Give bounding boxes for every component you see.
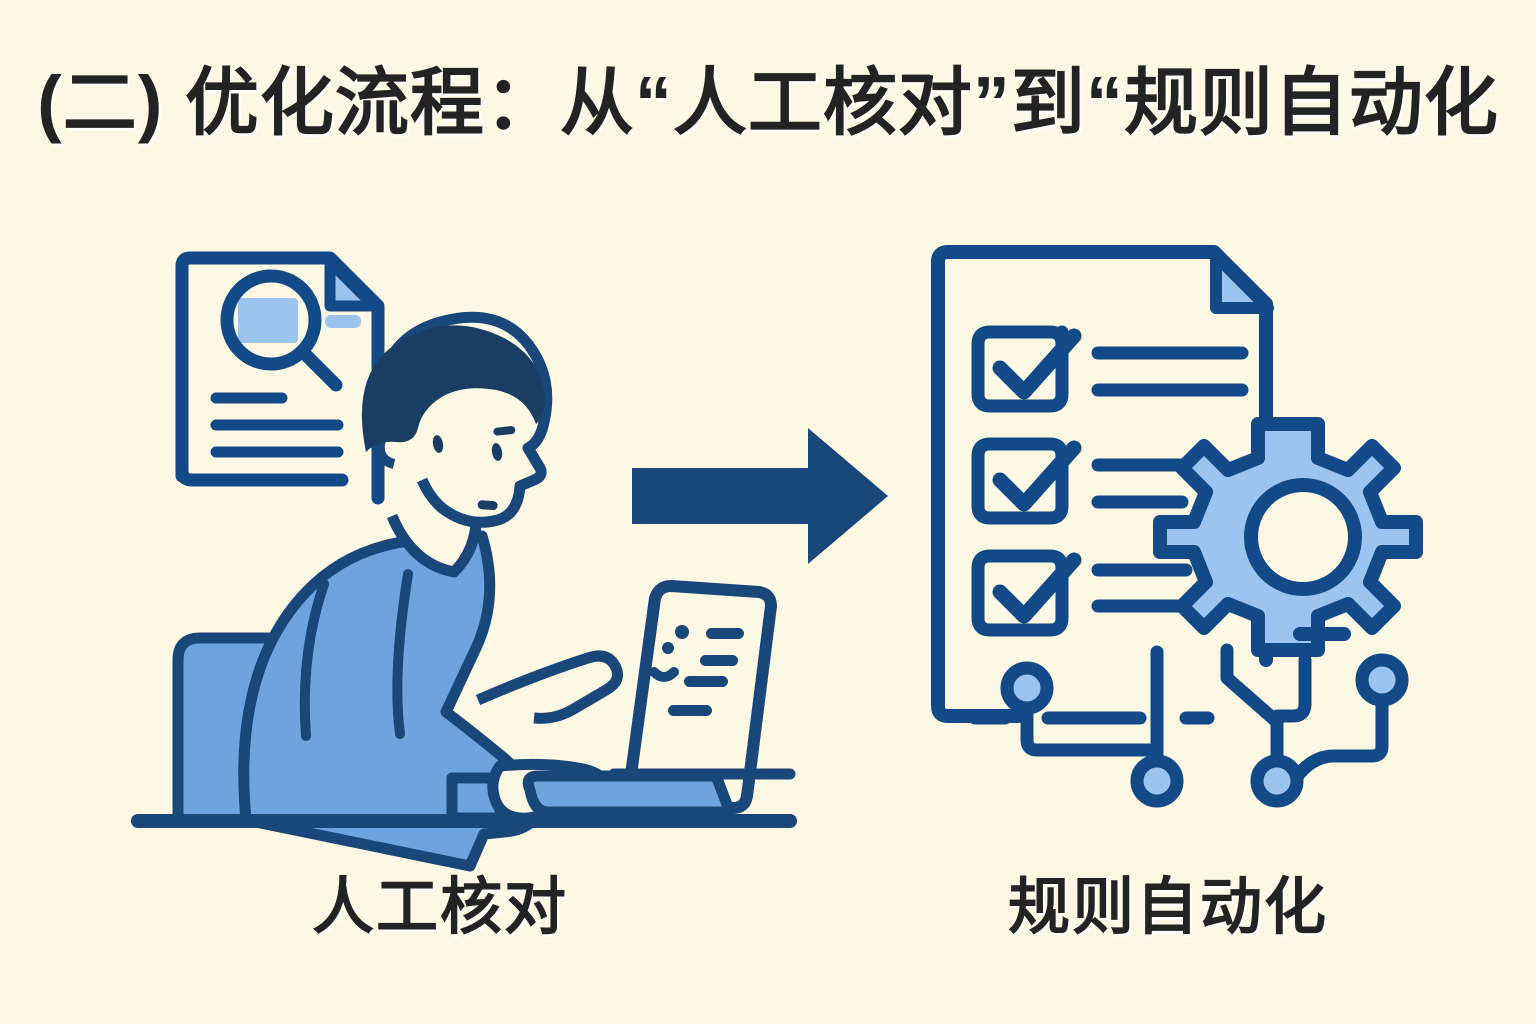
laptop-screen-line bbox=[700, 655, 738, 666]
gear-icon bbox=[1153, 417, 1423, 657]
laptop-screen-line bbox=[706, 628, 744, 639]
checkmark-icon bbox=[992, 552, 1082, 624]
circuit-node bbox=[1250, 754, 1304, 808]
checklist-corner-fold-outline bbox=[1210, 250, 1274, 314]
laptop-screen-dot bbox=[675, 625, 689, 639]
checklist-row bbox=[971, 437, 1199, 525]
page-title: (二) 优化流程：从“人工核对”到“规则自动化 bbox=[37, 61, 1499, 144]
person-hair bbox=[361, 325, 545, 452]
document-with-magnifier-icon bbox=[175, 251, 385, 505]
caption-manual-check: 人工核对 bbox=[311, 873, 568, 942]
person-body-seam bbox=[392, 569, 413, 739]
checklist-row bbox=[971, 325, 1249, 413]
magnifier-handle-icon bbox=[296, 345, 343, 392]
caption-rule-automation: 规则自动化 bbox=[1007, 873, 1328, 942]
circuit-trace bbox=[1289, 689, 1389, 785]
arrow-shape bbox=[632, 428, 888, 564]
document-corner-fold-outline bbox=[324, 256, 380, 312]
person-hand-pointing bbox=[475, 650, 624, 724]
circuit-trace bbox=[1220, 643, 1284, 785]
checklist-document-outline-left bbox=[931, 255, 1025, 723]
person-sleeve-seam bbox=[299, 579, 329, 741]
document-highlight-dash bbox=[325, 315, 361, 328]
checkmark-icon bbox=[992, 440, 1082, 512]
circuit-trace bbox=[1020, 693, 1164, 757]
circuit-trace-icon bbox=[968, 627, 1409, 808]
gear-hub bbox=[1244, 478, 1362, 596]
circuit-trace bbox=[1270, 653, 1312, 723]
circuit-node bbox=[1130, 754, 1184, 808]
document-highlight-block bbox=[238, 298, 298, 343]
person-eyebrow bbox=[493, 426, 516, 436]
laptop-screen bbox=[621, 580, 777, 814]
laptop-screen-line bbox=[668, 705, 712, 716]
person-mouth bbox=[477, 500, 498, 511]
laptop-screen-dot bbox=[662, 642, 674, 654]
laptop-base bbox=[522, 770, 736, 818]
laptop-icon bbox=[522, 580, 796, 818]
circuit-node bbox=[1000, 661, 1054, 715]
person-eye-far bbox=[491, 443, 503, 461]
laptop-screen-mark bbox=[649, 667, 679, 682]
circuit-node bbox=[1355, 653, 1409, 707]
checkmark-icon bbox=[992, 328, 1082, 400]
document-outline-bottom bbox=[175, 453, 349, 487]
right-arrow-icon bbox=[632, 428, 888, 564]
magnifier-lens-icon bbox=[220, 269, 322, 371]
checklist-row bbox=[971, 549, 1193, 637]
laptop-screen-line bbox=[684, 676, 728, 687]
person-eye bbox=[432, 435, 444, 453]
